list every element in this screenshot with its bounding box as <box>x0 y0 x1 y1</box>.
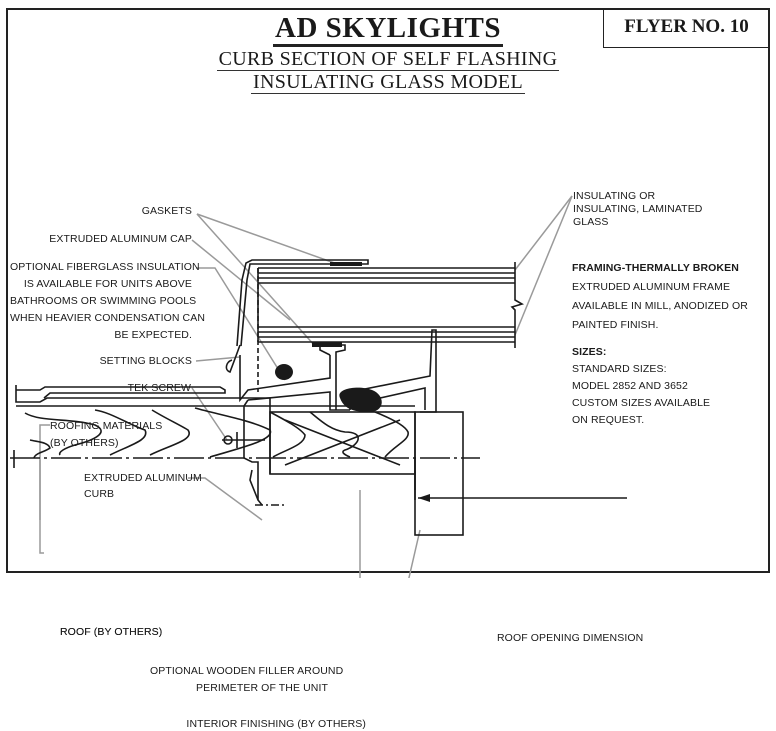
label-setting-blocks: SETTING BLOCKS <box>99 355 192 367</box>
leader-roof <box>39 460 44 554</box>
leader-roofing <box>39 424 50 520</box>
label-roofing-2: (BY OTHERS) <box>50 437 119 449</box>
label-roof: ROOF (BY OTHERS) <box>60 626 163 638</box>
spec-sizes-heading: SIZES: <box>572 346 607 358</box>
section-profile <box>10 259 627 536</box>
label-gaskets: GASKETS <box>141 205 192 217</box>
subtitle-line-2: INSULATING GLASS MODEL <box>0 71 776 94</box>
label-interior: INTERIOR FINISHING (BY OTHERS) <box>186 718 366 730</box>
label-insulation-3: BATHROOMS OR SWIMMING POOLS <box>10 295 197 307</box>
label-insulation-2: IS AVAILABLE FOR UNITS ABOVE <box>23 278 192 290</box>
leader-interior <box>408 529 421 578</box>
label-aluminum-cap: EXTRUDED ALUMINUM CAP <box>49 233 192 245</box>
spec-sizes-4: ON REQUEST. <box>572 414 645 426</box>
label-filler-1: OPTIONAL WOODEN FILLER AROUND <box>150 665 344 677</box>
title-text: AD SKYLIGHTS <box>273 12 503 47</box>
gasket-bottom <box>312 342 342 347</box>
label-insulation-5: BE EXPECTED. <box>114 329 192 341</box>
leader-setting-blocks <box>195 356 241 362</box>
curb-section-drawing <box>10 195 627 578</box>
leader-curb <box>188 477 263 521</box>
page-frame <box>6 8 770 573</box>
page-title: AD SKYLIGHTS <box>0 12 776 47</box>
spec-sizes-2: MODEL 2852 AND 3652 <box>572 380 688 392</box>
leader-tek-screw <box>191 387 228 441</box>
label-insulation-4: WHEN HEAVIER CONDENSATION CAN <box>10 312 206 324</box>
leader-gaskets-top <box>196 213 341 266</box>
subtitle-line-1: CURB SECTION OF SELF FLASHING <box>0 48 776 71</box>
spec-framing-3: PAINTED FINISH. <box>572 319 659 331</box>
label-glass-1: INSULATING OR <box>573 190 656 202</box>
flyer-number-box: FLYER NO. 10 <box>603 8 770 48</box>
label-curb-2: CURB <box>84 488 115 500</box>
label-curb-1: EXTRUDED ALUMINUM <box>84 472 202 484</box>
leader-glass-bottom <box>514 195 573 336</box>
setting-block <box>339 387 382 412</box>
subtitle-line-2-text: INSULATING GLASS MODEL <box>251 71 525 94</box>
fiberglass-insulation <box>275 364 293 380</box>
spec-framing-2: AVAILABLE IN MILL, ANODIZED OR <box>572 300 748 312</box>
leader-glass-top <box>514 195 573 271</box>
leader-gaskets-bottom <box>196 213 316 347</box>
label-glass-2: INSULATING, LAMINATED <box>573 203 703 215</box>
label-roof-opening: ROOF OPENING DIMENSION <box>497 632 644 644</box>
dimension-arrow <box>418 494 430 502</box>
spec-sizes-1: STANDARD SIZES: <box>572 363 667 375</box>
label-roofing-1: ROOFING MATERIALS <box>50 420 163 432</box>
label-insulation-1: OPTIONAL FIBERGLASS INSULATION <box>10 261 200 273</box>
label-filler-2: PERIMETER OF THE UNIT <box>196 682 328 694</box>
subtitle-line-1-text: CURB SECTION OF SELF FLASHING <box>216 48 560 71</box>
spec-framing-heading: FRAMING-THERMALLY BROKEN <box>572 262 739 274</box>
label-glass-3: GLASS <box>573 216 609 228</box>
label-tek-screw: TEK SCREW <box>127 382 191 394</box>
spec-sizes-3: CUSTOM SIZES AVAILABLE <box>572 397 711 409</box>
gaskets-and-blocks <box>275 262 430 502</box>
gasket-top <box>330 262 362 266</box>
spec-framing-1: EXTRUDED ALUMINUM FRAME <box>572 281 731 293</box>
leader-filler <box>359 490 361 578</box>
leader-cap <box>191 239 291 321</box>
leader-lines <box>39 195 573 578</box>
